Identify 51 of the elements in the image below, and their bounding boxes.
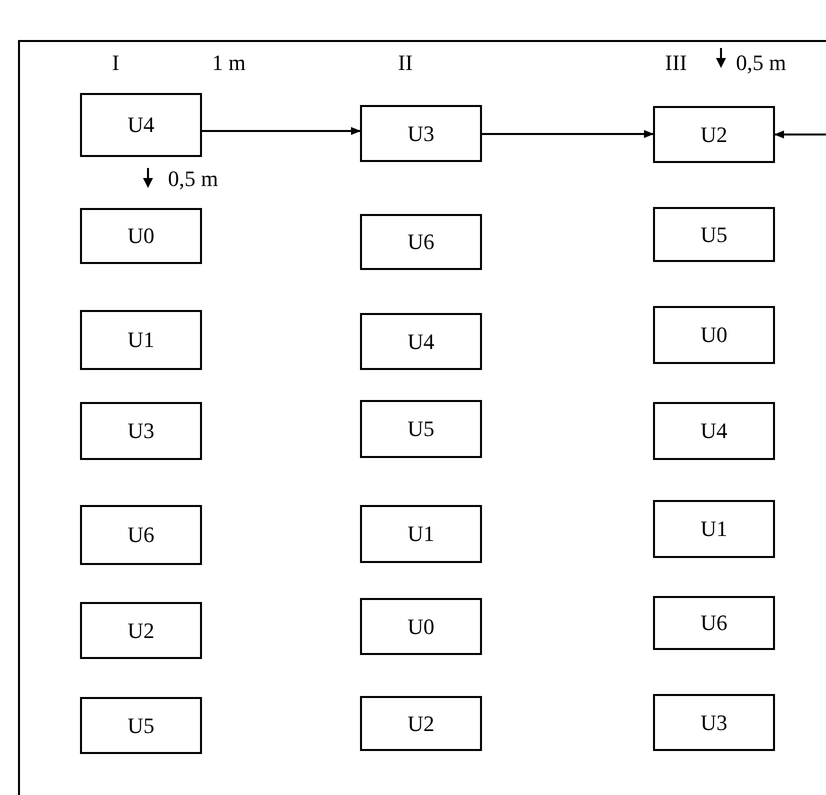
unit-box (80, 602, 202, 659)
unit-label: U2 (408, 710, 434, 736)
unit-label: U0 (408, 614, 434, 640)
unit-box (653, 306, 775, 364)
unit-label: U5 (408, 416, 434, 442)
unit-box (653, 500, 775, 558)
unit-label: U4 (408, 328, 434, 354)
unit-label: U5 (128, 712, 154, 738)
unit-label: U1 (408, 521, 434, 547)
unit-label: U0 (700, 322, 728, 348)
unit-box (80, 208, 202, 264)
unit-label: U3 (408, 120, 434, 146)
unit-label: U6 (128, 522, 154, 548)
unit-box (80, 402, 202, 460)
unit-box (80, 310, 202, 370)
unit-label: U4 (700, 418, 728, 444)
unit-box (80, 697, 202, 754)
unit-label: U2 (128, 618, 154, 644)
unit-box (360, 105, 482, 162)
unit-box (653, 106, 775, 163)
unit-box (360, 696, 482, 751)
arrow (774, 130, 826, 138)
unit-box (360, 505, 482, 563)
unit-label: U3 (700, 710, 728, 736)
annotation-text: 1 m (212, 52, 246, 74)
unit-box (653, 207, 775, 262)
unit-label: U1 (700, 516, 728, 542)
arrow (202, 127, 361, 135)
annotation-text: II (398, 52, 413, 74)
unit-label: U4 (128, 112, 154, 138)
unit-label: U1 (128, 327, 154, 353)
unit-box (653, 694, 775, 751)
annotation-text: 0,5 m (736, 52, 786, 74)
unit-box (360, 598, 482, 655)
unit-label: U6 (408, 229, 434, 255)
unit-label: U2 (700, 122, 728, 148)
arrow (482, 130, 654, 138)
annotation-text: 0,5 m (168, 168, 218, 190)
annotation-text: III (665, 52, 687, 74)
unit-box (80, 93, 202, 157)
unit-box (360, 313, 482, 370)
unit-box (360, 400, 482, 458)
unit-box (80, 505, 202, 565)
unit-box (653, 596, 775, 650)
unit-box (360, 214, 482, 270)
unit-label: U3 (128, 418, 154, 444)
unit-label: U5 (700, 222, 728, 248)
unit-box (653, 402, 775, 460)
unit-label: U0 (128, 223, 154, 249)
annotation-text: I (112, 52, 120, 74)
unit-label: U6 (700, 610, 728, 636)
